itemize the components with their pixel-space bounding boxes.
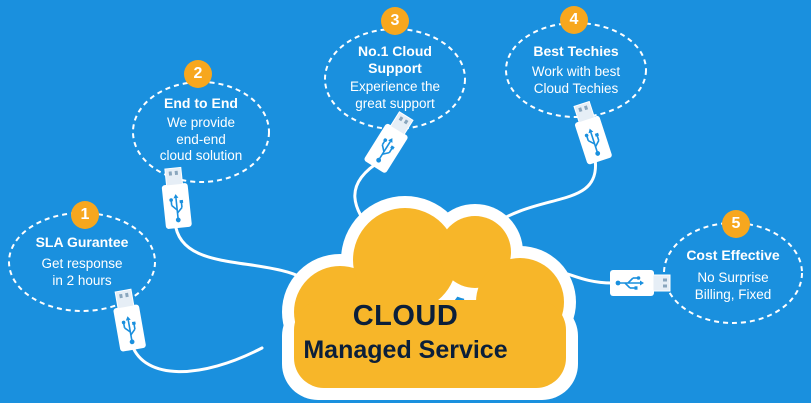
- node-title: End to End: [164, 95, 238, 111]
- bubble-4: [505, 22, 647, 118]
- usb-icon: [609, 269, 671, 297]
- node-description-line: great support: [355, 95, 435, 111]
- center-title: CLOUD: [352, 300, 459, 332]
- usb-icon: [362, 108, 419, 175]
- step-badge-1: 1: [71, 201, 99, 229]
- node-end-to-end: End to End We provide end-end cloud solu…: [136, 95, 266, 164]
- node-cost-effective: Cost Effective No Surprise Billing, Fixe…: [665, 247, 801, 303]
- node-description-line: We provide: [166, 115, 236, 131]
- cable-1: [130, 343, 264, 374]
- usb-icon: [159, 166, 193, 231]
- node-description-line: cloud solution: [159, 148, 243, 164]
- node-best-techies: Best Techies Work with best Cloud Techie…: [508, 43, 644, 97]
- node-title: Cost Effective: [686, 247, 780, 263]
- step-badge-2: 2: [184, 60, 212, 88]
- node-description-line: No Surprise: [697, 270, 769, 286]
- usb-icon: [568, 99, 614, 166]
- step-badge-3: 3: [381, 7, 409, 35]
- cloud-shape: [282, 196, 578, 400]
- node-description-line: Cloud Techies: [533, 80, 619, 96]
- node-description-line: in 2 hours: [52, 272, 112, 288]
- node-description-line: Get response: [41, 256, 123, 272]
- node-title: Best Techies: [533, 43, 619, 59]
- node-title: SLA Gurantee: [35, 234, 129, 250]
- node-description-line: Experience the: [349, 79, 441, 95]
- step-badge-5: 5: [722, 210, 750, 238]
- node-sla-guarantee: SLA Gurantee Get response in 2 hours: [12, 234, 152, 289]
- node-description-line: end-end: [176, 131, 226, 147]
- node-description-line: Work with best: [531, 64, 621, 80]
- step-badge-4: 4: [560, 6, 588, 34]
- node-description-line: Billing, Fixed: [694, 286, 772, 302]
- node-title: No.1 Cloud: [358, 43, 432, 59]
- center-subtitle: Managed Service: [303, 336, 508, 364]
- node-title: Support: [368, 60, 422, 77]
- node-cloud-support: No.1 Cloud Support Experience the great …: [328, 43, 462, 112]
